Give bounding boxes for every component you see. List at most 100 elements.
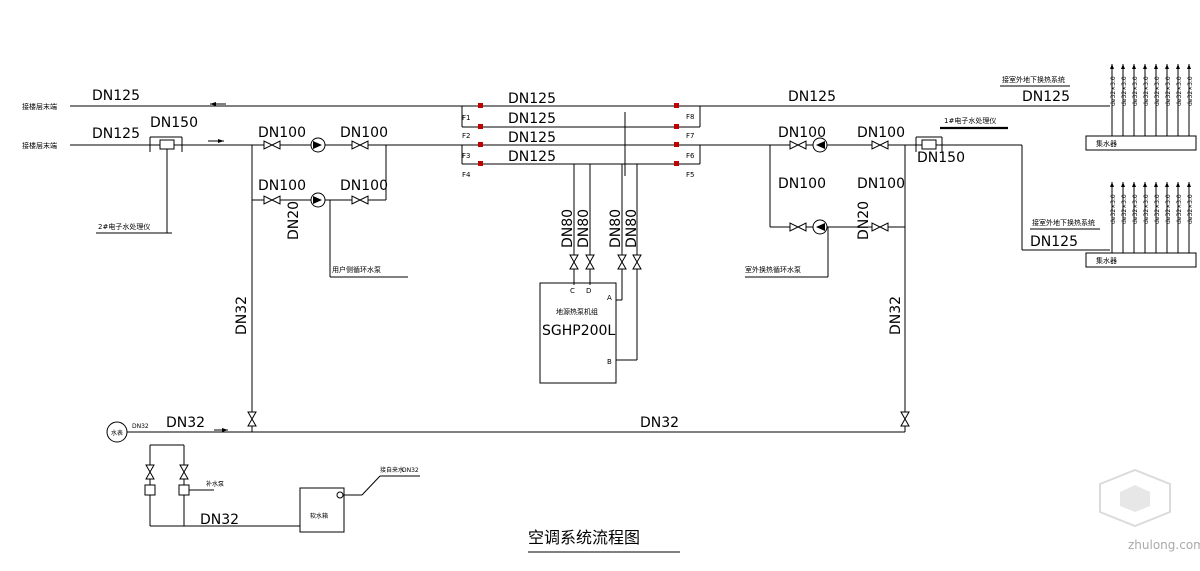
- arrow-up-icon: [1187, 64, 1191, 69]
- label-dn125-top-left: DN125: [92, 88, 140, 104]
- loop-pipe-label: de32×3.0: [1154, 194, 1161, 224]
- arrow-up-icon: [1165, 182, 1169, 187]
- header-port-f1: F1: [462, 114, 470, 122]
- loop-pipes-bottom: de32×3.0 de32×3.0 de32×3.0 de32×3.0 de32×3.0…: [1110, 182, 1194, 253]
- loop-pipe-label: de32×3.0: [1187, 194, 1194, 224]
- label-dn150-right: DN150: [917, 150, 965, 166]
- label-rp-dn20: DN20: [856, 201, 872, 240]
- label-outdoor-pump: 室外换热循环水泵: [745, 265, 801, 274]
- loop-pipe-label: de32×3.0: [1143, 76, 1150, 106]
- outdoor-pump-group: [700, 140, 1022, 278]
- header-port-f4: F4: [462, 171, 471, 179]
- label-right-branch-dn125-b: DN125: [1030, 234, 1078, 250]
- label-processor-1: 1#电子水处理仪: [944, 116, 996, 125]
- makeup-pumps: [144, 444, 300, 527]
- label-right-branch-dn125-a: DN125: [1022, 89, 1070, 105]
- arrow-up-icon: [1176, 64, 1180, 69]
- label-dn80-4: DN80: [624, 209, 640, 248]
- label-header-dn125-1: DN125: [508, 91, 556, 107]
- arrow-up-icon: [1132, 64, 1136, 69]
- header-port-f7: F7: [686, 132, 694, 140]
- loop-pipe-label: de32×3.0: [1165, 76, 1172, 106]
- label-user-pump: 用户侧循环水泵: [332, 265, 381, 274]
- loop-pipe-label: de32×3.0: [1132, 194, 1139, 224]
- label-tank: 软水箱: [310, 512, 328, 520]
- arrow-up-icon: [1121, 64, 1125, 69]
- loop-pipe-label: de32×3.0: [1187, 76, 1194, 106]
- label-rp2-out: DN100: [857, 176, 905, 192]
- arrow-up-icon: [1110, 182, 1114, 187]
- watermark-logo: [1099, 468, 1171, 528]
- label-outdoor-top: 接室外地下换热系统: [1002, 75, 1065, 84]
- arrow-up-icon: [1154, 64, 1158, 69]
- arrow-up-icon: [1165, 64, 1169, 69]
- label-rp1-out: DN100: [857, 125, 905, 141]
- label-meter: 水表: [111, 429, 123, 437]
- label-dn32-right-vertical: DN32: [888, 296, 904, 335]
- label-collector-bottom: 集水器: [1096, 256, 1117, 265]
- header-pipes: [461, 103, 701, 176]
- label-rp2-in: DN100: [778, 176, 826, 192]
- label-dn80-2: DN80: [576, 209, 592, 248]
- arrow-up-icon: [1187, 182, 1191, 187]
- header-port-f6: F6: [686, 152, 695, 160]
- soft-water-tank: [299, 487, 345, 533]
- label-header-dn125-2: DN125: [508, 111, 556, 127]
- arrow-up-icon: [1143, 64, 1147, 69]
- label-lp2-in: DN100: [258, 178, 306, 194]
- diagram-title: 空调系统流程图: [528, 528, 640, 547]
- label-return-left: 接楼层末端: [22, 141, 57, 150]
- unit-connections: [569, 164, 642, 361]
- label-lp-dn20: DN20: [286, 201, 302, 240]
- unit-port-a: A: [607, 294, 612, 302]
- header-port-f8: F8: [686, 113, 694, 121]
- label-lp1-in: DN100: [258, 125, 306, 141]
- label-dn32-tank-in: DN32: [402, 467, 419, 474]
- label-dn32-meter: DN32: [132, 423, 149, 430]
- water-processor-1: [915, 126, 1008, 152]
- pump-icon: [310, 137, 326, 153]
- label-dn80-1: DN80: [560, 209, 576, 248]
- arrow-up-icon: [1176, 182, 1180, 187]
- user-pump-group: [251, 140, 408, 278]
- label-dn32-left-vertical: DN32: [234, 296, 250, 335]
- label-dn32-tank: DN32: [200, 512, 239, 528]
- label-outdoor-bottom: 接室外地下换热系统: [1032, 218, 1095, 227]
- label-supply-left: 接楼层末端: [22, 102, 57, 111]
- label-header-dn125-4: DN125: [508, 149, 556, 165]
- watermark-text: zhulong.com: [1128, 538, 1200, 552]
- loop-pipe-label: de32×3.0: [1165, 194, 1172, 224]
- label-tank-inlet: 接自来水: [380, 466, 404, 474]
- header-port-f5: F5: [686, 171, 694, 179]
- label-lp1-out: DN100: [340, 125, 388, 141]
- collector-bottom: [1085, 252, 1197, 268]
- water-meter: 水表: [106, 421, 128, 443]
- loop-pipe-label: de32×3.0: [1132, 76, 1139, 106]
- loop-pipe-label: de32×3.0: [1176, 194, 1183, 224]
- pump-icon: [310, 192, 326, 208]
- label-collector-top: 集水器: [1096, 139, 1117, 148]
- label-processor-2: 2#电子水处理仪: [98, 222, 150, 231]
- arrow-up-icon: [1143, 182, 1147, 187]
- arrow-up-icon: [1154, 182, 1158, 187]
- arrow-up-icon: [1132, 182, 1136, 187]
- header-port-f3: F3: [462, 152, 470, 160]
- heat-pump-unit: [539, 282, 617, 384]
- label-dn32-bottom-center: DN32: [640, 415, 679, 431]
- unit-model: SGHP200L: [542, 323, 615, 339]
- label-valve-side: 补水泵: [206, 480, 224, 488]
- loop-pipe-label: de32×3.0: [1121, 194, 1128, 224]
- pump-icon: [812, 137, 828, 153]
- label-header-dn125-3: DN125: [508, 130, 556, 146]
- unit-port-b: B: [607, 358, 612, 366]
- unit-name: 地源热泵机组: [556, 307, 598, 316]
- label-dn150-left: DN150: [150, 115, 198, 131]
- header-port-f2: F2: [462, 132, 470, 140]
- label-dn32-bottom-left: DN32: [166, 415, 205, 431]
- collector-top: [1085, 135, 1197, 151]
- label-dn80-3: DN80: [608, 209, 624, 248]
- loop-pipe-label: de32×3.0: [1110, 194, 1117, 224]
